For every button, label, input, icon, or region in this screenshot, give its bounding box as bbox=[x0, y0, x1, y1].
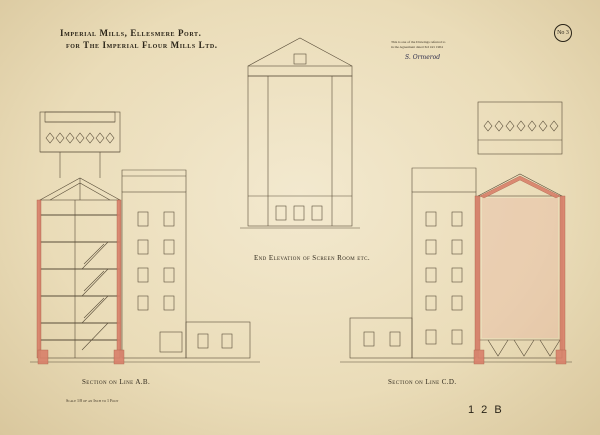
section-ab-drawing bbox=[30, 111, 260, 363]
sheet-number: 1 2 B bbox=[468, 404, 504, 416]
end-elevation-drawing bbox=[240, 37, 360, 229]
signature: S. Ormerod bbox=[405, 54, 441, 61]
caption-scale: Scale 1/8 of an Inch to 1 Foot bbox=[66, 398, 119, 403]
title-line-1: Imperial Mills, Ellesmere Port. bbox=[60, 28, 202, 38]
sheet-mark: No 3 bbox=[554, 24, 572, 42]
title-line-2: for The Imperial Flour Mills Ltd. bbox=[66, 40, 218, 50]
approval-note: This is one of the Drawings referred to … bbox=[391, 40, 446, 49]
caption-section-cd: Section on Line C.D. bbox=[388, 378, 457, 386]
caption-end-elevation: End Elevation of Screen Room etc. bbox=[254, 254, 370, 262]
caption-section-ab: Section on Line A.B. bbox=[82, 378, 151, 386]
